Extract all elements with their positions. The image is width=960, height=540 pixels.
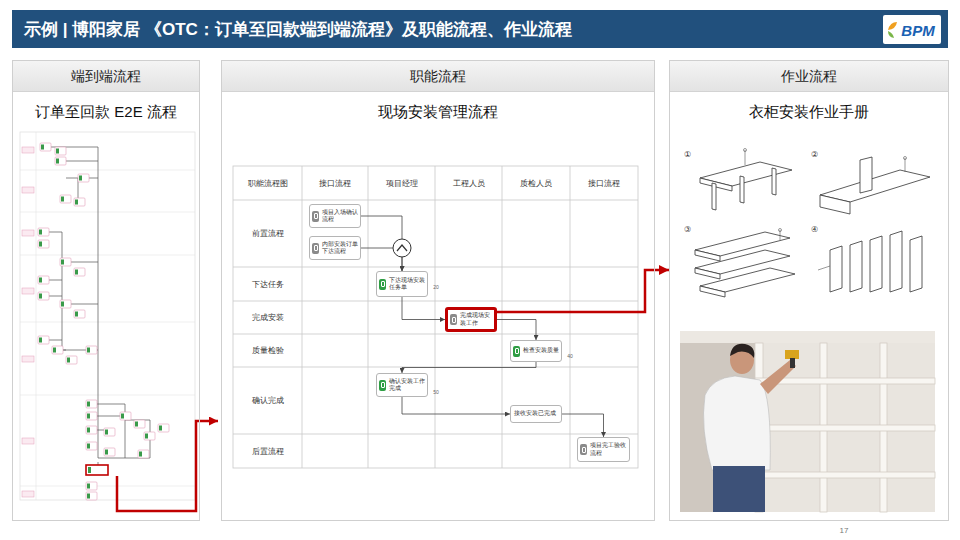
task-icon <box>312 211 319 222</box>
callout-number: ② <box>809 149 820 160</box>
table-header: 项目经理 <box>368 166 435 200</box>
process-box: 内部安装订单下达流程 <box>309 236 361 260</box>
lane-label: 前置流程 <box>233 200 302 267</box>
process-box: 完成现场安装工作 <box>445 307 497 332</box>
task-label: 确认安装工作完成 <box>389 378 425 392</box>
task-icon-mark <box>381 281 385 287</box>
step-number: 50 <box>430 388 442 396</box>
panel: 作业流程衣柜安装作业手册 <box>669 60 949 521</box>
connector <box>402 397 510 414</box>
connector <box>402 297 445 320</box>
task-text-group: 项目入场确认流程 <box>322 209 358 223</box>
task-label: 项目入场确认流程 <box>322 209 358 223</box>
task-icon <box>580 444 587 455</box>
panel-subtitle: 衣柜安装作业手册 <box>670 102 948 122</box>
process-box: 下达现场安装任务单 <box>376 271 428 297</box>
task-label: 下达现场安装任务单 <box>389 277 425 291</box>
step-number: 40 <box>564 352 576 360</box>
task-icon <box>379 279 386 290</box>
task-icon-mark <box>452 317 456 323</box>
task-text-group: 下达现场安装任务单 <box>389 277 425 291</box>
page-number: 17 <box>834 524 854 536</box>
panel: 职能流程现场安装管理流程项目入场确认流程内部安装订单下达流程下达现场安装任务单完… <box>221 60 655 521</box>
highlight-arrow <box>497 270 669 312</box>
task-text-group: 检查安装质量 <box>523 347 559 354</box>
lane-label: 质量检验 <box>233 334 302 367</box>
process-box: 确认安装工作完成 <box>376 373 428 397</box>
table-header: 接口流程 <box>570 166 638 200</box>
panel: 端到端流程订单至回款 E2E 流程 <box>12 60 200 521</box>
callout-number: ④ <box>809 224 820 235</box>
panel-header: 作业流程 <box>670 61 948 92</box>
task-icon-mark <box>314 213 318 219</box>
panel-header: 职能流程 <box>222 61 654 92</box>
panel-subtitle: 订单至回款 E2E 流程 <box>13 102 199 122</box>
logo-text: BPM <box>897 17 939 43</box>
process-box: 接收安装已完成 <box>510 405 562 423</box>
connector <box>402 362 536 373</box>
lane-label: 完成安装 <box>233 301 302 334</box>
task-label: 完成现场安装工作 <box>460 312 492 326</box>
process-box: 项目入场确认流程 <box>309 204 361 228</box>
task-icon <box>513 346 520 357</box>
process-box: 检查安装质量 <box>510 340 562 362</box>
task-icon <box>312 243 319 254</box>
task-text-group: 接收安装已完成 <box>514 410 559 417</box>
callout-number: ① <box>682 149 693 160</box>
process-box: 项目完工验收流程 <box>577 437 630 462</box>
lane-label: 后置流程 <box>233 434 302 468</box>
task-icon-mark <box>314 245 318 251</box>
task-icon-mark <box>582 447 586 453</box>
task-icon <box>450 314 457 325</box>
task-text-group: 完成现场安装工作 <box>460 312 492 326</box>
lane-label: 下达任务 <box>233 267 302 301</box>
step-number: 20 <box>430 283 442 291</box>
panel-subtitle: 现场安装管理流程 <box>222 102 654 122</box>
task-text-group: 内部安装订单下达流程 <box>322 241 358 255</box>
task-label: 内部安装订单下达流程 <box>322 241 358 255</box>
callout-number: ③ <box>682 224 693 235</box>
task-icon-mark <box>515 348 519 354</box>
task-label: 项目完工验收流程 <box>590 442 627 456</box>
connector <box>562 414 604 437</box>
panel-header: 端到端流程 <box>13 61 199 92</box>
task-label: 接收安装已完成 <box>514 410 559 417</box>
task-text-group: 确认安装工作完成 <box>389 378 425 392</box>
table-header: 工程人员 <box>435 166 502 200</box>
table-header: 职能流程图 <box>233 166 302 200</box>
table-header: 质检人员 <box>502 166 570 200</box>
lane-label: 确认完成 <box>233 367 302 434</box>
task-icon-mark <box>381 382 385 388</box>
task-icon <box>379 380 386 391</box>
table-header: 接口流程 <box>302 166 368 200</box>
slide-title: 示例 | 博阳家居 《OTC：订单至回款端到端流程》及职能流程、作业流程 <box>24 19 572 41</box>
task-text-group: 项目完工验收流程 <box>590 442 627 456</box>
task-label: 检查安装质量 <box>523 347 559 354</box>
connector <box>497 320 536 341</box>
